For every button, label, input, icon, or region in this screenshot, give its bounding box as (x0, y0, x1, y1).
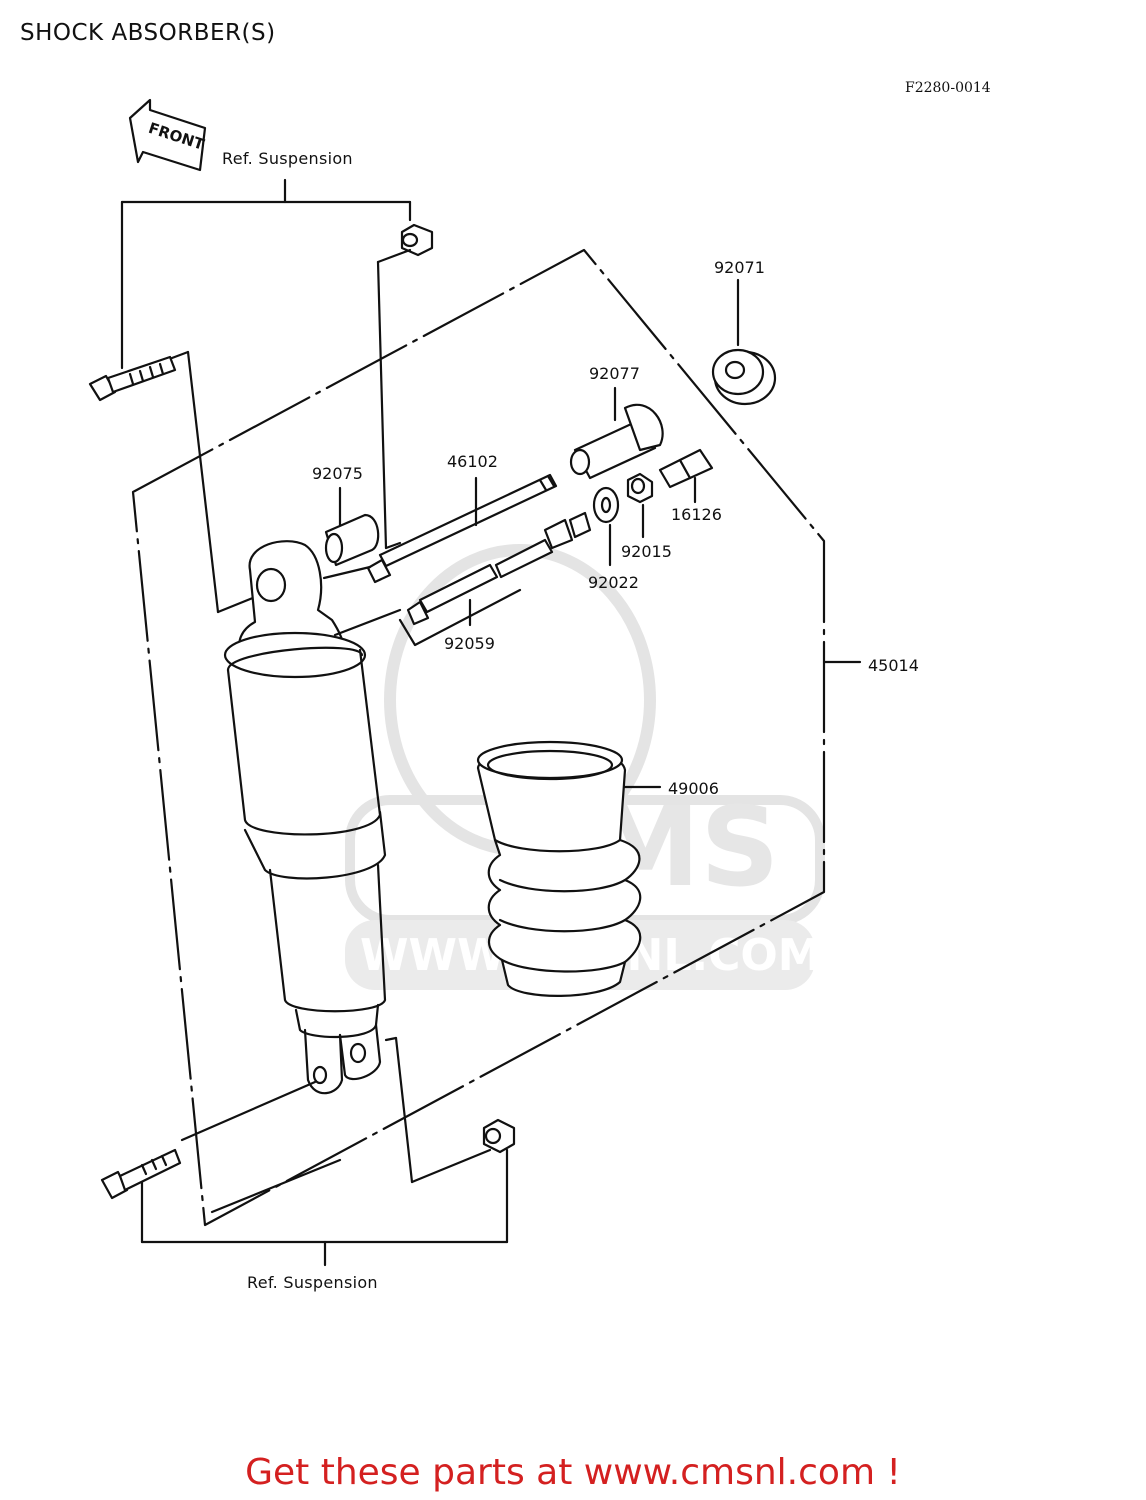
label-92071: 92071 (714, 258, 765, 277)
part-46102-bolt (322, 473, 558, 584)
assembly-outline (131, 248, 826, 1227)
top-ref-bracket (120, 178, 412, 370)
label-92077: 92077 (589, 364, 640, 383)
ref-suspension-bottom: Ref. Suspension (247, 1273, 378, 1292)
bottom-bolt (100, 1080, 317, 1200)
part-92071-bushing (711, 278, 777, 406)
part-92022-washer (592, 486, 620, 567)
diagram-code: F2280-0014 (905, 80, 991, 96)
label-92022: 92022 (588, 573, 639, 592)
bottom-nut (384, 1036, 516, 1184)
page-title: SHOCK ABSORBER(S) (20, 20, 276, 46)
label-45014: 45014 (868, 656, 919, 675)
part-92077-sleeve (569, 386, 664, 480)
promo-link[interactable]: Get these parts at www.cmsnl.com ! (245, 1452, 901, 1493)
left-bracket-line (210, 1158, 342, 1214)
shock-absorber-body (223, 540, 387, 1095)
label-92015: 92015 (621, 542, 672, 561)
part-49006-boot (476, 740, 662, 997)
part-16126-fitting (658, 448, 714, 504)
top-nut (376, 223, 434, 550)
label-46102: 46102 (447, 452, 498, 471)
label-92075: 92075 (312, 464, 363, 483)
part-92059-pin (333, 511, 592, 647)
bottom-ref-bracket (140, 1148, 509, 1267)
label-49006: 49006 (668, 779, 719, 798)
front-arrow-icon: FRONT (128, 98, 207, 172)
part-92015-nut (626, 472, 654, 539)
top-bolt (88, 350, 262, 614)
ref-suspension-top: Ref. Suspension (222, 149, 353, 168)
part-92075-bushing (324, 486, 380, 567)
label-92059: 92059 (444, 634, 495, 653)
label-16126: 16126 (671, 505, 722, 524)
